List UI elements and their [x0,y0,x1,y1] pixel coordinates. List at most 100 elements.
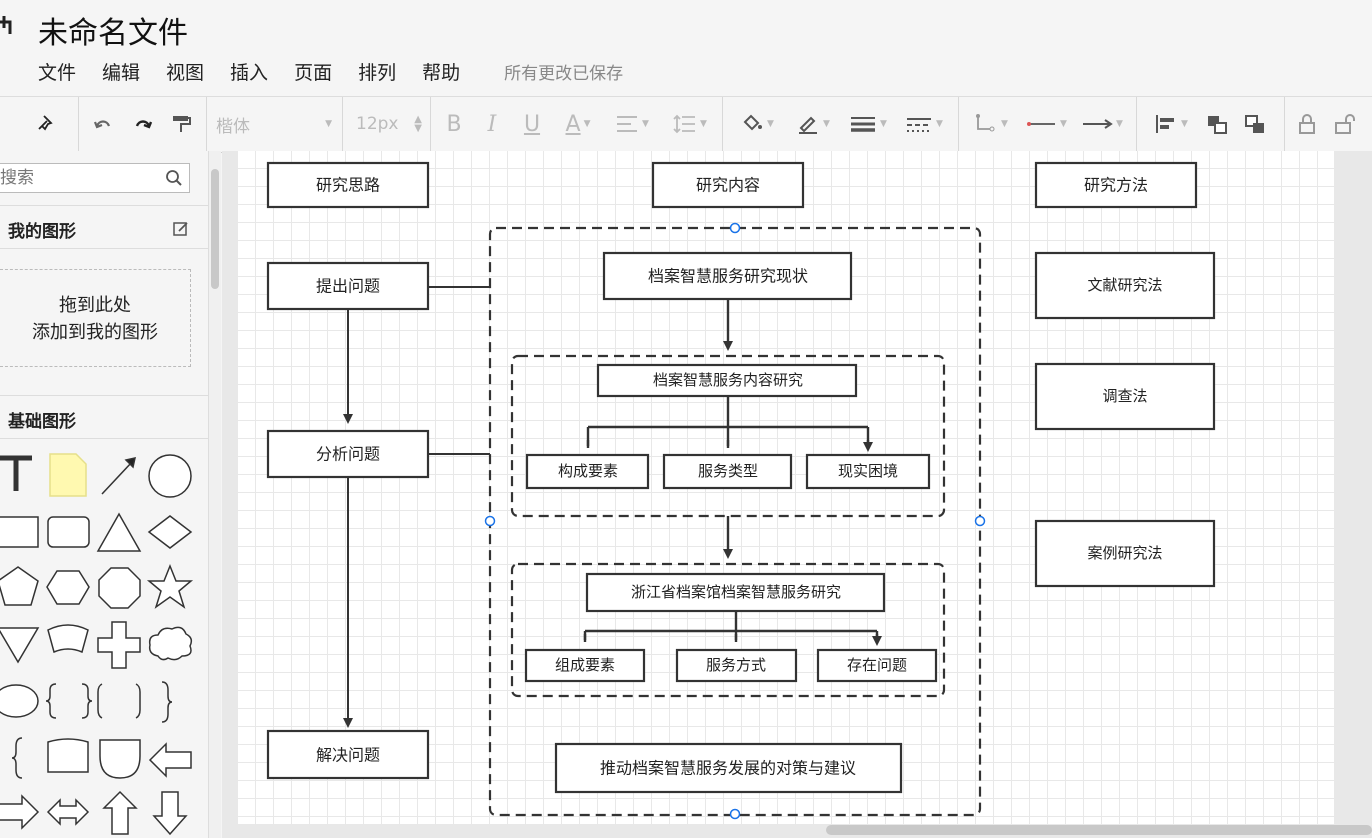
zhejiang-child-box[interactable] [675,648,798,683]
undo-icon[interactable] [86,107,120,141]
header-box-ideas[interactable] [266,161,430,209]
ellipse-shape-icon[interactable] [0,684,39,718]
align-left-icon[interactable]: ▼ [1148,107,1194,141]
my-shapes-dropzone[interactable]: 拖到此处 添加到我的图形 [0,269,191,367]
status-box[interactable] [602,251,853,301]
bold-icon[interactable]: B [446,111,462,137]
step-box[interactable] [266,429,430,479]
left-brace-icon[interactable] [11,737,23,779]
content-child-box[interactable] [525,453,650,490]
resize-handle-top[interactable] [729,222,741,234]
lock-icon[interactable] [1292,107,1322,141]
unlock-icon[interactable] [1330,107,1360,141]
method-box[interactable] [1034,251,1216,320]
square-brackets-icon[interactable] [97,683,141,719]
resize-handle-right[interactable] [974,515,986,527]
diamond-shape-icon[interactable] [147,515,193,549]
format-painter-icon[interactable] [164,107,198,141]
text-shape-icon[interactable] [0,455,32,491]
method-box[interactable] [1034,519,1216,588]
resize-handle-left[interactable] [484,515,496,527]
content-child-box[interactable] [805,453,931,490]
tape-shape-icon[interactable] [47,738,89,773]
basic-shapes-header[interactable]: 基础图形 [0,395,208,439]
curved-trapezoid-icon[interactable] [47,624,89,654]
inverted-triangle-icon[interactable] [0,627,40,664]
line-width-icon[interactable]: ▼ [851,117,887,132]
zhejiang-group-title-box[interactable] [585,572,886,613]
zhejiang-child-box[interactable] [524,648,646,683]
double-arrow-icon[interactable] [46,798,90,826]
arrow-line-icon[interactable] [101,457,136,495]
header-label-content: 研究内容 [696,176,760,195]
line-spacing-icon[interactable]: ▼ [666,107,714,141]
zhejiang-child-box[interactable] [816,648,938,683]
suggestion-box[interactable] [554,742,903,794]
menu-help[interactable]: 帮助 [422,61,461,84]
triangle-shape-icon[interactable] [96,512,142,552]
cross-shape-icon[interactable] [97,621,141,669]
italic-icon[interactable]: I [487,111,497,137]
font-family-select[interactable]: 楷体▼ [216,107,332,141]
line-end-icon[interactable]: ▼ [1076,107,1128,141]
underline-icon[interactable]: U [523,111,541,137]
note-shape-icon[interactable] [49,453,87,497]
fill-color-icon[interactable]: ▼ [734,107,780,141]
rectangle-shape-icon[interactable] [0,516,39,548]
document-title[interactable]: 未命名文件 [38,16,188,51]
align-icon[interactable]: ▼ [608,107,656,141]
font-size-stepper[interactable]: 12px▲▼ [356,107,422,141]
header-label-ideas: 研究思路 [316,176,380,195]
bring-to-front-icon[interactable] [1202,107,1232,141]
octagon-shape-icon[interactable] [98,567,141,609]
research-content-group[interactable] [488,226,982,817]
send-to-back-icon[interactable] [1240,107,1270,141]
arrow-connector [586,440,868,448]
menu-arrange[interactable]: 排列 [358,61,397,84]
menu-file[interactable]: 文件 [38,61,77,84]
pentagon-shape-icon[interactable] [0,566,39,606]
zhejiang-research-group[interactable] [510,562,946,698]
menu-insert[interactable]: 插入 [230,61,269,84]
font-color-icon[interactable]: A▼ [565,111,591,137]
loop-limit-icon[interactable] [99,739,141,779]
resize-handle-bottom[interactable] [729,808,741,820]
content-child-box[interactable] [662,453,793,490]
line-start-icon[interactable]: ▼ [1020,107,1072,141]
curly-braces-icon[interactable] [45,683,93,719]
left-arrow-icon[interactable] [148,742,192,778]
sidebar-scroll-thumb[interactable] [211,169,219,289]
down-arrow-icon[interactable] [152,791,188,836]
sidebar-scrollbar[interactable] [209,151,221,838]
header-box-methods[interactable] [1034,161,1198,209]
canvas-horizontal-scrollbar[interactable] [826,825,1372,835]
right-arrow-icon[interactable] [0,794,40,830]
up-arrow-icon[interactable] [102,790,138,835]
redo-icon[interactable] [126,107,160,141]
line-color-icon[interactable]: ▼ [790,107,836,141]
rounded-rectangle-icon[interactable] [47,516,90,548]
step-box[interactable] [266,261,430,311]
line-style-icon[interactable]: ▼ [907,118,943,132]
my-shapes-header[interactable]: 我的图形 [0,205,208,249]
connector-type-icon[interactable]: ▼ [968,107,1014,141]
method-box[interactable] [1034,362,1216,431]
menu-page[interactable]: 页面 [294,61,333,84]
step-box[interactable] [266,729,430,780]
content-research-group[interactable] [510,354,946,518]
content-child-label: 构成要素 [558,462,618,480]
cloud-shape-icon[interactable] [148,626,193,661]
hexagon-shape-icon[interactable] [46,570,90,605]
menu-view[interactable]: 视图 [166,61,205,84]
search-icon[interactable] [165,169,183,187]
edit-icon[interactable] [172,220,190,238]
pin-icon[interactable] [30,107,64,141]
header-box-content[interactable] [651,161,805,209]
right-brace-icon[interactable] [161,681,173,723]
circle-shape-icon[interactable] [148,454,192,498]
search-input[interactable] [0,164,160,192]
app-logo-icon [0,16,12,34]
diagram-page[interactable]: 研究思路 研究内容 研究方法 提出问题 分析问题 解决问题 档案智慧服务研究现状… [238,151,1334,824]
star-shape-icon[interactable] [146,563,194,609]
menu-edit[interactable]: 编辑 [102,61,141,84]
